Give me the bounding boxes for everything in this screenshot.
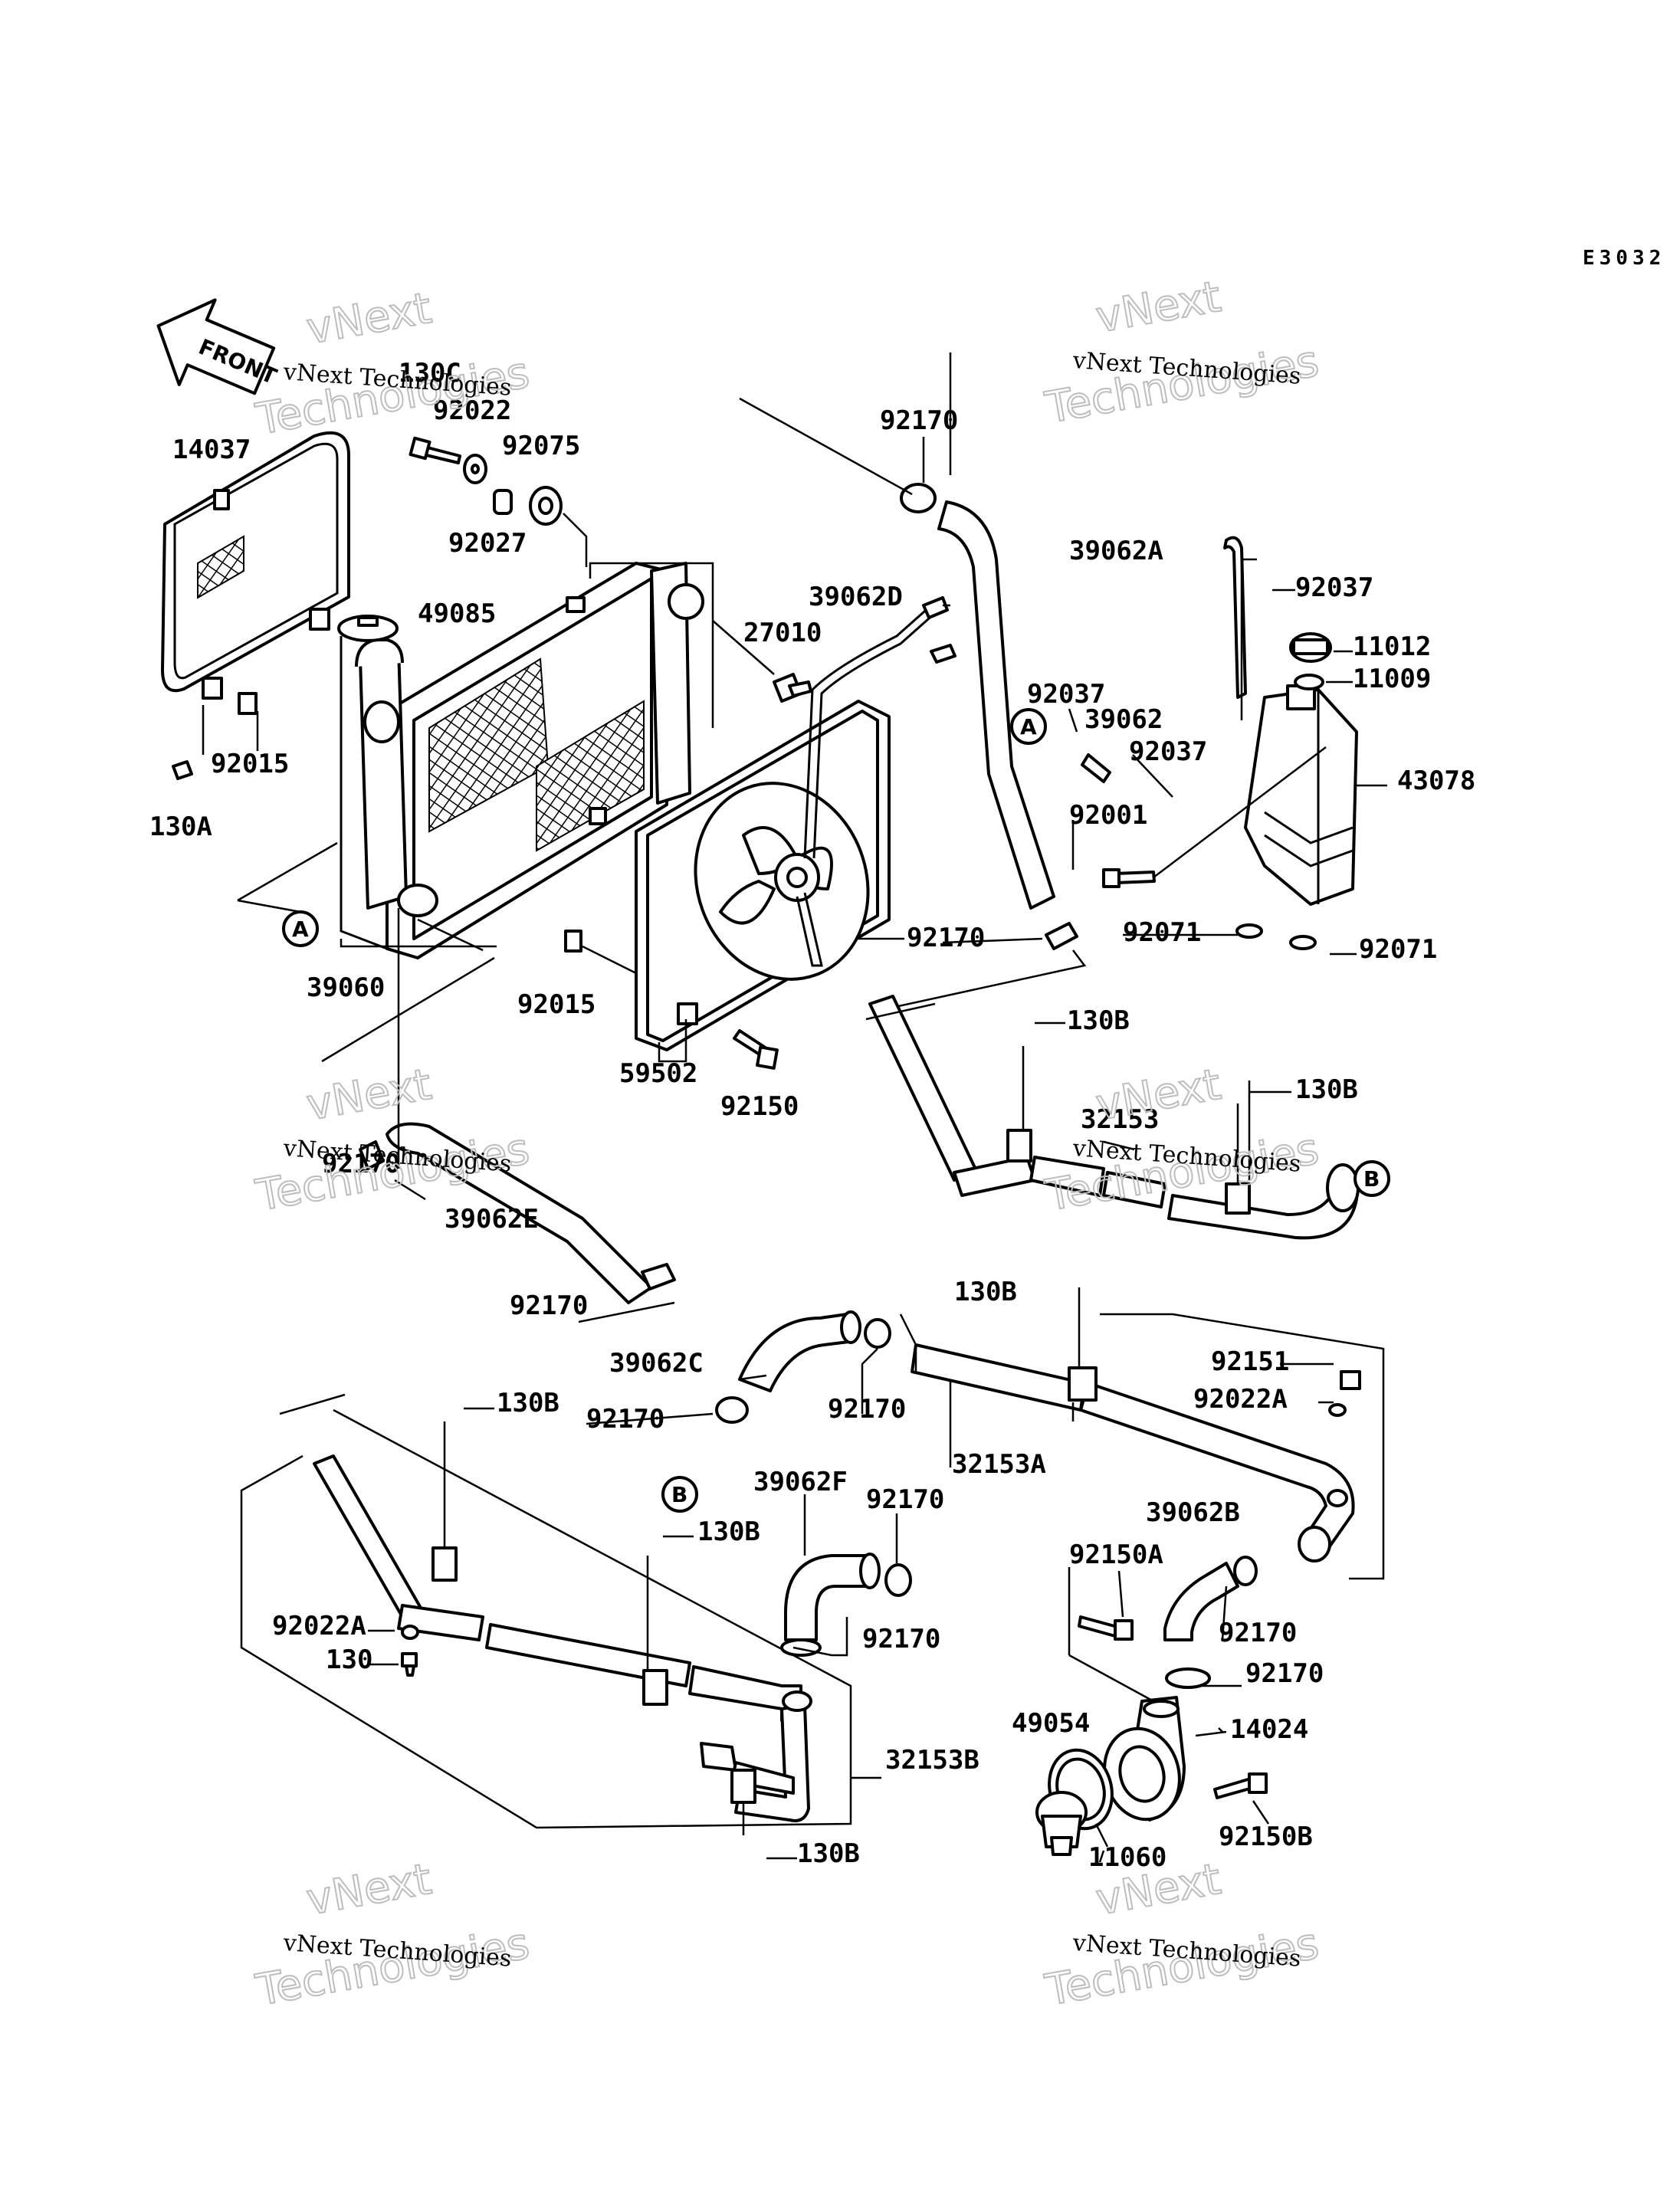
label-92001: 92001 <box>1069 800 1147 831</box>
label-130C: 130C <box>399 358 461 389</box>
label-39062C: 39062C <box>609 1348 704 1379</box>
label-32153B: 32153B <box>885 1745 979 1776</box>
label-11009: 11009 <box>1353 664 1431 694</box>
thermostat-housing <box>1035 1615 1270 1856</box>
ref-marker-a2-label: A <box>1020 714 1037 739</box>
label-39060: 39060 <box>307 972 385 1003</box>
label-92170-d: 92170 <box>907 923 985 953</box>
pipe-32153A <box>899 1287 1385 1580</box>
ref-marker-a1-label: A <box>292 917 309 942</box>
label-92015-left: 92015 <box>211 749 289 779</box>
label-59502: 59502 <box>619 1058 697 1089</box>
radiator-screen <box>161 431 350 780</box>
label-92170-top: 92170 <box>880 405 958 436</box>
watermark-3-big: vNext <box>303 1060 435 1130</box>
label-92037-c: 92037 <box>1129 736 1207 767</box>
label-130B-2: 130B <box>1295 1074 1358 1105</box>
hose-39062E <box>321 956 676 1323</box>
label-39062: 39062 <box>1084 704 1163 735</box>
watermark-1-big: vNext <box>303 284 435 354</box>
label-49085: 49085 <box>418 598 496 629</box>
label-92170-b1: 92170 <box>1219 1618 1297 1648</box>
label-92071-b: 92071 <box>1359 934 1437 965</box>
label-92170-e2: 92170 <box>510 1290 588 1321</box>
label-92170-b2: 92170 <box>1245 1658 1324 1689</box>
label-92015-fan: 92015 <box>517 989 596 1020</box>
fan-bolt <box>733 1029 779 1070</box>
fan-switch <box>712 620 812 703</box>
cooling-fan <box>564 596 956 1063</box>
label-130B-3: 130B <box>954 1277 1017 1307</box>
reservoir-tank <box>1081 536 1358 950</box>
label-92037-a: 92037 <box>1295 572 1373 603</box>
label-39062F: 39062F <box>753 1467 848 1497</box>
label-27010: 27010 <box>743 618 822 648</box>
label-130A: 130A <box>149 812 212 842</box>
label-92071-a: 92071 <box>1123 917 1201 948</box>
label-39062A: 39062A <box>1069 536 1163 566</box>
label-92075: 92075 <box>502 431 580 461</box>
small-fasteners-left <box>401 1625 419 1677</box>
leader-lines <box>368 437 1387 1863</box>
watermark-4-big: vNext <box>1092 1060 1224 1130</box>
hose-39062C <box>715 1310 891 1424</box>
label-49054: 49054 <box>1012 1708 1090 1739</box>
label-130B-4: 130B <box>497 1388 559 1418</box>
hose-39062B <box>1163 1556 1258 1689</box>
label-92022: 92022 <box>433 395 511 426</box>
pipe-32153 <box>865 995 1360 1240</box>
label-92170-e1: 92170 <box>322 1149 400 1179</box>
ref-marker-b1 <box>1354 1160 1390 1197</box>
label-130B-5: 130B <box>697 1517 760 1547</box>
label-130B-1: 130B <box>1067 1005 1130 1036</box>
radiator <box>237 562 714 959</box>
label-92170-f2: 92170 <box>862 1624 940 1654</box>
label-14037: 14037 <box>172 434 251 465</box>
upper-hose-39062D <box>739 353 1087 1013</box>
radiator-cap <box>337 615 399 642</box>
label-92170-c2: 92170 <box>828 1394 906 1425</box>
label-92037-b: 92037 <box>1027 679 1105 710</box>
label-130: 130 <box>326 1644 372 1675</box>
label-32153: 32153 <box>1081 1104 1159 1135</box>
pipe-32153B <box>240 1393 881 1835</box>
label-39062E: 39062E <box>445 1204 539 1235</box>
label-92150B: 92150B <box>1219 1822 1313 1852</box>
watermark-5-big: vNext <box>303 1854 435 1925</box>
diagram-code: E3032 <box>1583 247 1665 270</box>
hose-39062F <box>780 1553 912 1657</box>
part-labels: 130C 92022 92075 92027 14037 49085 27010… <box>149 358 1475 1873</box>
label-92150A: 92150A <box>1069 1540 1163 1570</box>
watermark-2-big: vNext <box>1092 272 1224 343</box>
label-92022A-1: 92022A <box>1193 1384 1288 1415</box>
label-92151: 92151 <box>1211 1346 1289 1377</box>
ref-marker-a2 <box>1010 708 1047 745</box>
label-39062D: 39062D <box>809 582 903 612</box>
label-92022A-2: 92022A <box>272 1611 366 1641</box>
label-39062B: 39062B <box>1146 1497 1240 1528</box>
ref-marker-b1-label: B <box>1363 1166 1380 1192</box>
label-32153A: 32153A <box>952 1449 1046 1480</box>
label-92150: 92150 <box>720 1091 799 1122</box>
label-130B-6: 130B <box>797 1838 860 1869</box>
label-92170-f1: 92170 <box>866 1484 944 1515</box>
label-92027: 92027 <box>448 528 527 559</box>
reference-markers: A A B B <box>237 708 1390 1513</box>
label-43078: 43078 <box>1397 766 1475 796</box>
mount-hardware <box>409 436 588 567</box>
ref-marker-b2-label: B <box>671 1482 687 1507</box>
label-14024: 14024 <box>1230 1714 1308 1745</box>
label-11012: 11012 <box>1353 631 1431 662</box>
ref-marker-b2 <box>661 1476 698 1513</box>
